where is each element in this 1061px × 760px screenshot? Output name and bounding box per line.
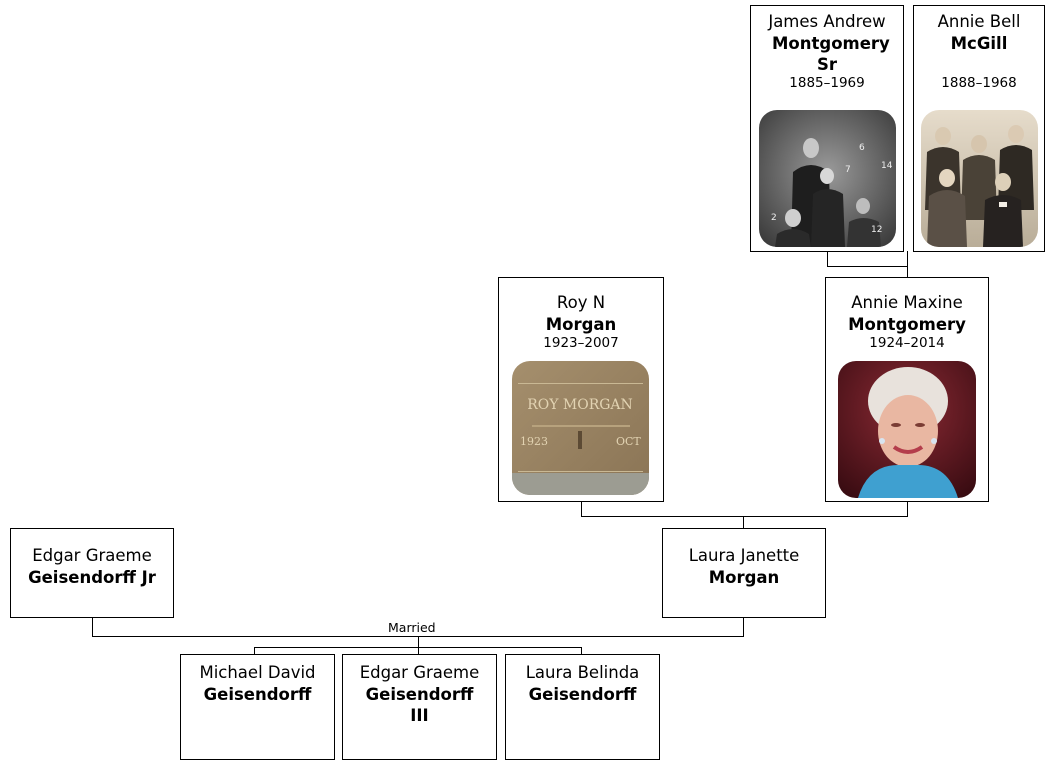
given-name: Michael David <box>199 663 316 682</box>
family-group-photo[interactable]: 6 7 14 2 12 <box>759 110 896 247</box>
annieb-down-line <box>907 251 908 267</box>
grave-marker-photo[interactable]: ROY MORGAN 1923 OCT <box>512 361 649 495</box>
person-card-laura-janette-morgan[interactable]: Laura Janette Morgan <box>662 528 826 618</box>
photo-marker-7: 7 <box>845 165 851 175</box>
grave-name-text: ROY MORGAN <box>527 397 633 413</box>
laura-up-line <box>743 516 744 528</box>
surname: McGill <box>950 34 1008 53</box>
belinda-up-line <box>581 647 582 654</box>
surname: Montgomery Sr <box>772 34 890 74</box>
photo-marker-6: 6 <box>859 143 865 153</box>
person-card-edgar-geisendorff-jr[interactable]: Edgar Graeme Geisendorff Jr <box>10 528 174 618</box>
edgar3-up-line <box>418 647 419 654</box>
person-card-michael-geisendorff[interactable]: Michael David Geisendorff <box>180 654 335 760</box>
photo-marker-2: 2 <box>771 213 777 223</box>
children-trunk-line <box>418 636 419 648</box>
life-years: 1924–2014 <box>869 335 945 351</box>
surname: Geisendorff Jr <box>28 568 156 587</box>
photo-marker-14: 14 <box>881 161 893 171</box>
grave-year-text: 1923 <box>520 435 548 448</box>
given-name: Annie Bell <box>937 12 1021 31</box>
life-years: 1885–1969 <box>789 75 865 91</box>
married-label: Married <box>385 621 439 635</box>
person-card-edgar-geisendorff-iii[interactable]: Edgar Graeme Geisendorff III <box>342 654 497 760</box>
portrait-photo[interactable] <box>838 361 976 498</box>
person-card-james-andrew-montgomery[interactable]: James Andrew Montgomery Sr 1885–1969 6 7 <box>750 5 904 252</box>
james-down-line <box>827 251 828 267</box>
person-card-laura-belinda-geisendorff[interactable]: Laura Belinda Geisendorff <box>505 654 660 760</box>
given-name: Edgar Graeme <box>359 663 480 682</box>
given-name: Laura Janette <box>688 546 800 565</box>
person-card-roy-morgan[interactable]: Roy N Morgan 1923–2007 ROY MORGAN 1923 O… <box>498 277 664 502</box>
given-name: Roy N <box>556 293 606 312</box>
surname: Morgan <box>708 568 780 587</box>
laura-down-line <box>743 617 744 637</box>
photo-marker-12: 12 <box>871 225 882 235</box>
michael-up-line <box>254 647 255 654</box>
surname: Morgan <box>545 315 617 334</box>
life-years: 1888–1968 <box>941 75 1017 91</box>
edgar-down-line <box>92 617 93 637</box>
grave-month-text: OCT <box>616 435 641 448</box>
parents-morgan-connector <box>581 516 908 517</box>
given-name: James Andrew <box>768 12 886 31</box>
surname: Geisendorff III <box>365 685 474 725</box>
roy-down-line <box>581 502 582 517</box>
surname: Montgomery <box>848 315 966 334</box>
grandparents-montgomery-connector <box>827 266 908 267</box>
person-card-annie-bell-mcgill[interactable]: Annie Bell McGill 1888–1968 <box>913 5 1045 252</box>
surname: Geisendorff <box>528 685 637 704</box>
maxine-up-line <box>907 266 908 278</box>
surname: Geisendorff <box>203 685 312 704</box>
person-card-annie-maxine-montgomery[interactable]: Annie Maxine Montgomery 1924–2014 <box>825 277 989 502</box>
family-group-photo[interactable] <box>921 110 1038 247</box>
given-name: Laura Belinda <box>525 663 640 682</box>
given-name: Annie Maxine <box>851 293 963 312</box>
life-years: 1923–2007 <box>543 335 619 351</box>
given-name: Edgar Graeme <box>32 546 152 565</box>
maxine-down-line <box>907 502 908 517</box>
